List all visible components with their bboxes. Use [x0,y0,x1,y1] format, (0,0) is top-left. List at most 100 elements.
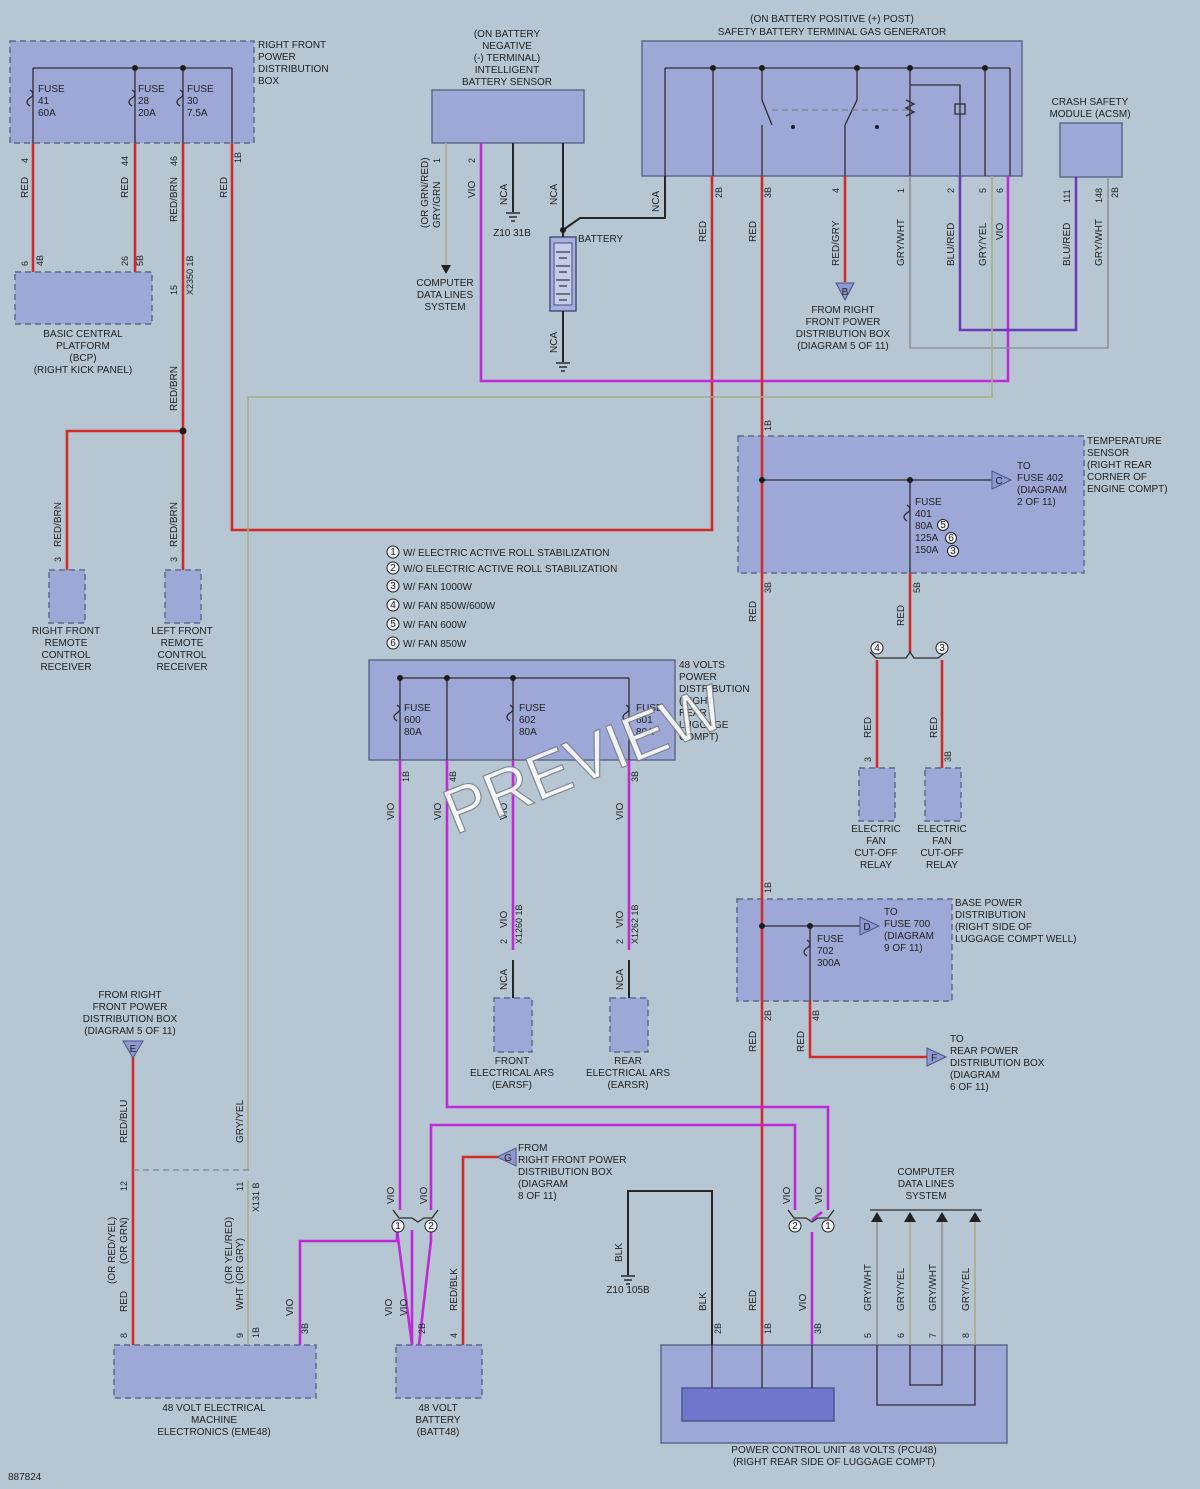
svg-text:2: 2 [499,939,509,944]
wire-red-rf-pdb-to-sbt [230,143,714,532]
svg-text:BLU/RED: BLU/RED [1062,223,1073,266]
eme48-box [113,1344,317,1399]
svg-text:9 OF 11): 9 OF 11) [884,943,923,954]
ref-g: G [504,1153,512,1164]
label-sbt: (ON BATTERY POSITIVE (+) POST) SAFETY BAT… [718,14,946,38]
svg-text:3B: 3B [813,1323,823,1334]
svg-text:7.5A: 7.5A [187,108,208,119]
svg-text:CORNER OF: CORNER OF [1087,472,1147,483]
svg-text:26: 26 [120,256,130,266]
fan-branch-brace [869,650,947,659]
svg-text:20A: 20A [138,108,156,119]
svg-text:(ON BATTERY: (ON BATTERY [474,29,541,40]
svg-text:7: 7 [928,1333,938,1338]
svg-text:11: 11 [235,1182,245,1191]
svg-text:2B: 2B [763,1010,773,1021]
svg-text:VIO: VIO [467,181,478,198]
ground-label-1: Z10 31B [493,228,531,239]
svg-text:(-) TERMINAL): (-) TERMINAL) [474,53,540,64]
svg-text:48 VOLT ELECTRICAL: 48 VOLT ELECTRICAL [162,1403,266,1414]
svg-text:9: 9 [235,1333,245,1338]
svg-text:5: 5 [863,1333,873,1338]
svg-text:FAN: FAN [932,836,951,847]
svg-text:REMOTE: REMOTE [45,638,88,649]
svg-text:1B: 1B [763,420,773,431]
svg-text:RED: RED [748,1290,759,1311]
svg-text:TO: TO [884,907,898,918]
svg-text:RED: RED [748,221,759,242]
svg-text:DISTRIBUTION BOX: DISTRIBUTION BOX [950,1058,1045,1069]
svg-text:X2350 1B: X2350 1B [185,255,195,295]
rf-rcr-box [48,569,86,624]
svg-text:COMPUTER: COMPUTER [416,278,473,289]
wire-vio-batt48-pcu [429,1123,797,1210]
svg-text:TEMPERATURE: TEMPERATURE [1087,436,1162,447]
svg-text:41: 41 [38,96,50,107]
svg-text:BATTERY: BATTERY [415,1415,461,1426]
svg-text:6: 6 [995,188,1005,193]
svg-text:6: 6 [948,533,954,544]
batt48-box [395,1344,483,1399]
svg-text:NCA: NCA [549,332,560,353]
ref-f-triangle [926,1047,948,1067]
svg-text:TO: TO [950,1034,964,1045]
svg-text:GRY/YEL: GRY/YEL [978,222,989,266]
svg-text:FUSE: FUSE [138,84,165,95]
svg-text:GRY/YEL: GRY/YEL [961,1267,972,1311]
wire-blk-pcu48-ground [627,1190,713,1345]
svg-text:DISTRIBUTION BOX: DISTRIBUTION BOX [83,1014,178,1025]
svg-text:VIO: VIO [433,803,444,820]
svg-text:ELECTRICAL ARS: ELECTRICAL ARS [586,1068,670,1079]
svg-text:(RIGHT REAR SIDE OF LUGGAGE CO: (RIGHT REAR SIDE OF LUGGAGE COMPT) [733,1457,935,1468]
battery-cells [553,242,573,306]
svg-text:5: 5 [390,619,396,630]
svg-text:2: 2 [792,1221,798,1232]
svg-text:ELECTRIC: ELECTRIC [917,824,966,835]
svg-text:3B: 3B [763,582,773,593]
svg-text:FUSE 700: FUSE 700 [884,919,931,930]
svg-text:MACHINE: MACHINE [191,1415,237,1426]
svg-text:NEGATIVE: NEGATIVE [482,41,532,52]
svg-text:X1262 1B: X1262 1B [630,904,640,944]
svg-text:VIO: VIO [285,1299,296,1316]
svg-text:FAN: FAN [866,836,885,847]
ref-f: F [931,1053,937,1064]
svg-text:125A: 125A [915,533,939,544]
svg-text:4B: 4B [35,255,45,266]
ref-c: C [995,476,1002,487]
svg-text:SAFETY BATTERY TERMINAL GAS GE: SAFETY BATTERY TERMINAL GAS GENERATOR [718,27,946,38]
svg-text:2: 2 [428,1221,434,1232]
svg-text:FUSE 402: FUSE 402 [1017,473,1064,484]
svg-text:FUSE: FUSE [915,497,942,508]
svg-text:RED/BRN: RED/BRN [169,366,180,411]
svg-text:601: 601 [636,715,653,726]
svg-text:(BATT48): (BATT48) [417,1427,460,1438]
svg-text:DISTRIBUTION BOX: DISTRIBUTION BOX [796,329,891,340]
svg-text:(RIGHT SIDE OF: (RIGHT SIDE OF [955,922,1032,933]
svg-text:RECEIVER: RECEIVER [156,662,207,673]
svg-text:(ON BATTERY POSITIVE (+) POST): (ON BATTERY POSITIVE (+) POST) [750,14,914,25]
svg-text:4: 4 [390,600,396,611]
svg-text:W/ FAN 850W: W/ FAN 850W [403,639,467,650]
wire-redblk-batt48 [461,1155,498,1345]
svg-text:30: 30 [187,96,199,107]
svg-text:W/ FAN 600W: W/ FAN 600W [403,620,467,631]
svg-text:PLATFORM: PLATFORM [56,341,110,352]
svg-text:RED: RED [219,177,230,198]
svg-text:1B: 1B [401,771,411,782]
svg-text:VIO: VIO [798,1294,809,1311]
svg-text:POWER: POWER [679,672,717,683]
pin-labels: 4 44 46 1B 6 4B 26 5B 15 X2350 1B 1 2 2B… [20,152,1120,1338]
svg-text:(RIGHT REAR: (RIGHT REAR [1087,460,1152,471]
svg-text:5: 5 [940,520,946,531]
svg-text:2B: 2B [714,187,724,198]
svg-text:W/ FAN 1000W: W/ FAN 1000W [403,582,472,593]
battery-cell-lines [556,251,570,301]
svg-text:GRY/GRN: GRY/GRN [432,182,443,229]
svg-text:2: 2 [467,158,477,163]
